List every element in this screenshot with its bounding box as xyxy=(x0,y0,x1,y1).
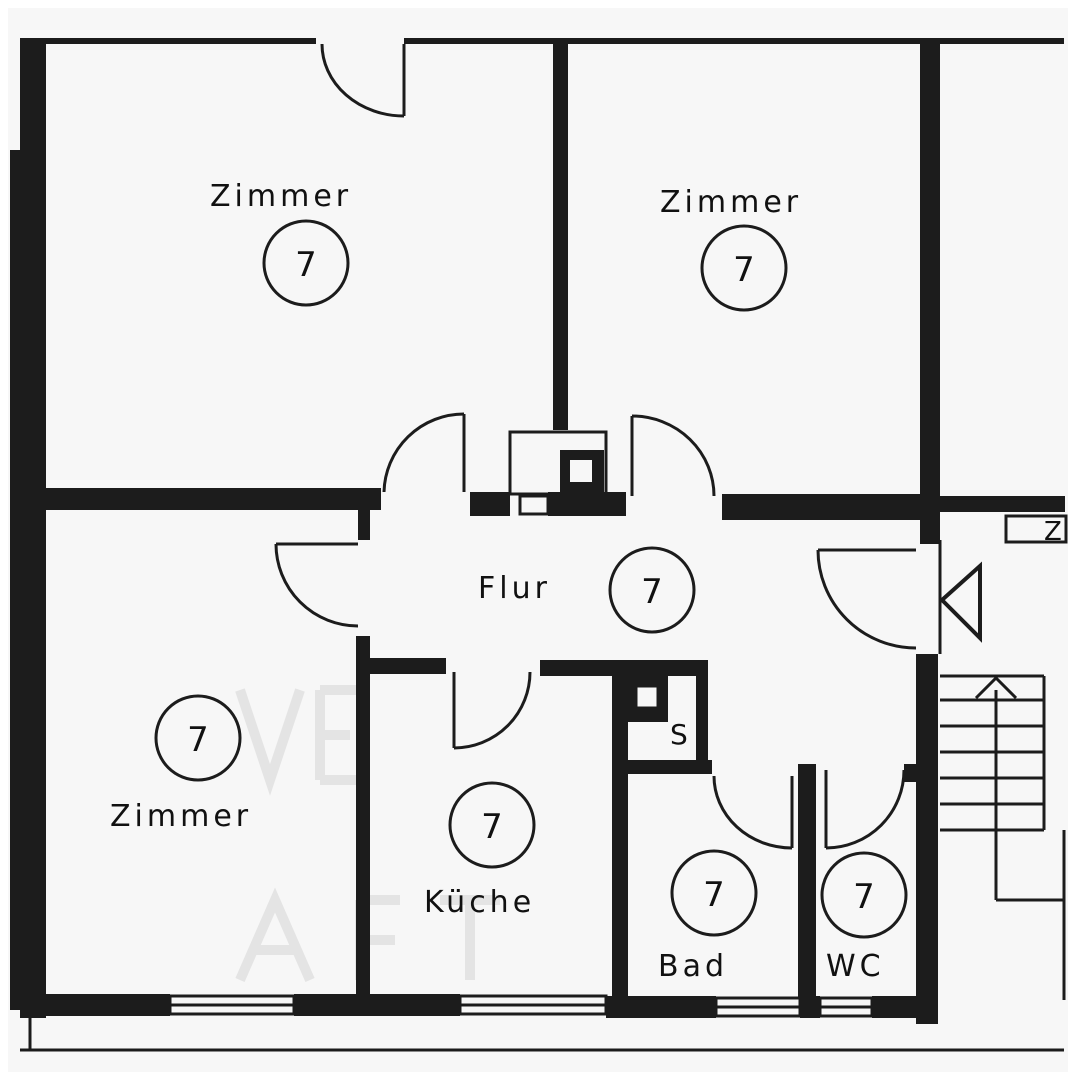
paper-background xyxy=(8,8,1068,1072)
edge-label-box xyxy=(1004,514,1068,544)
room-number-zimmer-sw: 7 xyxy=(187,720,209,760)
room-number-wc: 7 xyxy=(853,877,875,917)
doors xyxy=(274,43,917,850)
entrance-arrow-icon xyxy=(939,561,982,643)
room-number-circle-kueche xyxy=(448,781,536,869)
room-number-bad: 7 xyxy=(703,875,725,915)
staircase xyxy=(938,540,1066,1000)
room-number-circle-zimmer-sw xyxy=(154,694,242,782)
edge-label-fragment: Z xyxy=(1044,517,1062,547)
windows xyxy=(20,994,1064,1052)
room-number-circle-flur xyxy=(608,546,696,634)
room-number-circle-zimmer-nw xyxy=(262,219,350,307)
chimney xyxy=(508,430,608,516)
room-label-flur: Flur xyxy=(478,571,551,606)
room-label-bad: Bad xyxy=(658,949,728,984)
room-label-wc: WC xyxy=(826,949,885,984)
room-number-circle-wc xyxy=(820,851,908,939)
room-number-circle-bad xyxy=(670,849,758,937)
room-number-zimmer-nw: 7 xyxy=(295,245,317,285)
shaft-flue xyxy=(634,684,660,710)
room-number-flur: 7 xyxy=(641,572,663,612)
room-label-zimmer-ne: Zimmer xyxy=(660,185,802,220)
room-number-kueche: 7 xyxy=(481,807,503,847)
room-label-zimmer-sw: Zimmer xyxy=(110,799,252,834)
walls xyxy=(10,38,1065,1024)
chimney-flue xyxy=(570,460,592,482)
room-label-kueche: Küche xyxy=(424,885,535,920)
room-label-zimmer-nw: Zimmer xyxy=(210,179,352,214)
shaft-label: S xyxy=(670,718,688,751)
room-number-circle-zimmer-ne xyxy=(700,224,788,312)
room-number-zimmer-ne: 7 xyxy=(733,250,755,290)
